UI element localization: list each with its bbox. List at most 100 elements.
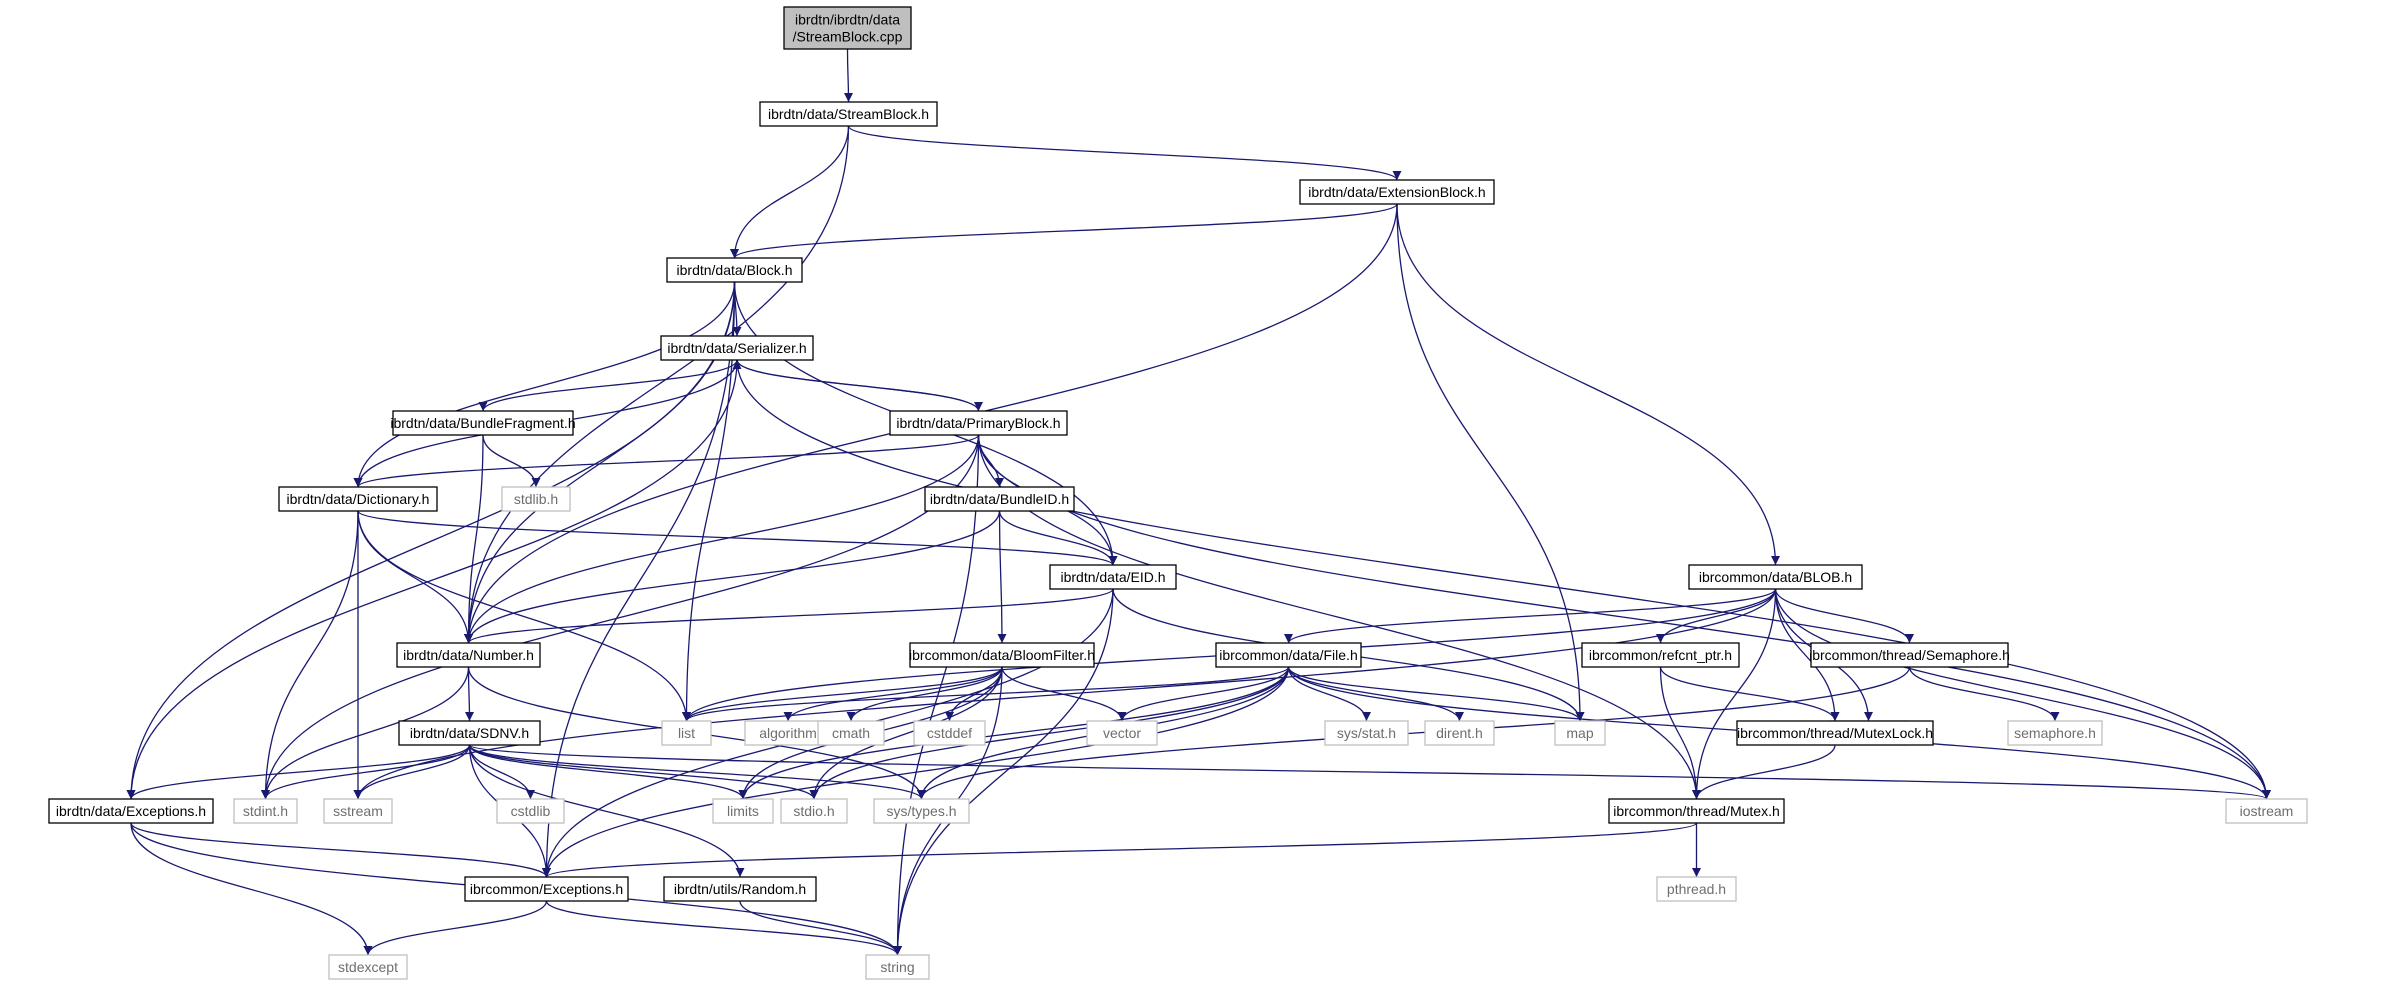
node-label-sysstat: sys/stat.h [1337, 725, 1396, 741]
node-systypes[interactable]: sys/types.h [873, 798, 970, 824]
node-sysstat[interactable]: sys/stat.h [1324, 720, 1409, 746]
node-label-bundleid: ibrdtn/data/BundleID.h [930, 491, 1069, 507]
node-label-stdint: stdint.h [243, 803, 288, 819]
edge-sdnv-to-exceptions_dtn [126, 744, 471, 800]
edge-semaphore-to-semaphore_h [1908, 666, 2060, 722]
edge-serializer-to-exceptions_dtn [126, 359, 738, 800]
edge-file-to-stdio [809, 666, 1290, 800]
node-mutex[interactable]: ibrcommon/thread/Mutex.h [1608, 798, 1785, 824]
node-refcnt[interactable]: ibrcommon/refcnt_ptr.h [1581, 642, 1740, 668]
node-semaphore[interactable]: ibrcommon/thread/Semaphore.h [1809, 642, 2010, 668]
node-label-bundlefragment: ibrdtn/data/BundleFragment.h [390, 415, 575, 431]
node-semaphore_h[interactable]: semaphore.h [2007, 720, 2103, 746]
node-limits[interactable]: limits [712, 798, 774, 824]
node-sdnv[interactable]: ibrdtn/data/SDNV.h [398, 720, 541, 746]
edge-sdnv-to-random [468, 744, 745, 878]
edge-refcnt-to-mutex [1659, 666, 1701, 800]
node-box-bundlefragment [392, 410, 574, 436]
edge-bloomfilter-to-stdio [809, 666, 1003, 800]
node-label-stdexcept: stdexcept [338, 959, 398, 975]
node-exceptions_common[interactable]: ibrcommon/Exceptions.h [464, 876, 629, 902]
edge-refcnt-to-mutexlock [1659, 666, 1840, 722]
edge-blob-to-iostream [1774, 588, 2271, 800]
node-box-dictionary [278, 486, 438, 512]
node-map[interactable]: map [1554, 720, 1606, 746]
node-exceptions_dtn[interactable]: ibrdtn/data/Exceptions.h [48, 798, 214, 824]
node-mutexlock[interactable]: ibrcommon/thread/MutexLock.h [1736, 720, 1934, 746]
node-cstdlib[interactable]: cstdlib [496, 798, 565, 824]
node-extensionblock[interactable]: ibrdtn/data/ExtensionBlock.h [1299, 179, 1495, 205]
edge-dictionary-to-stdint [261, 510, 359, 800]
node-list[interactable]: list [661, 720, 712, 746]
edge-eid-to-number [464, 588, 1114, 644]
node-stdexcept[interactable]: stdexcept [328, 954, 408, 980]
node-file[interactable]: ibrcommon/data/File.h [1215, 642, 1362, 668]
node-box-bundleid [924, 486, 1075, 512]
node-eid[interactable]: ibrdtn/data/EID.h [1049, 564, 1177, 590]
node-blob[interactable]: ibrcommon/data/BLOB.h [1688, 564, 1863, 590]
node-cmath[interactable]: cmath [817, 720, 885, 746]
node-label-sstream: sstream [333, 803, 383, 819]
node-box-stdint [233, 798, 298, 824]
edge-dictionary-to-number [357, 510, 473, 644]
node-box-iostream [2225, 798, 2308, 824]
node-box-extensionblock [1299, 179, 1495, 205]
node-cstddef[interactable]: cstddef [913, 720, 986, 746]
edge-mutexlock-to-mutex [1692, 744, 1836, 800]
node-streamblock[interactable]: ibrdtn/data/StreamBlock.h [759, 101, 938, 127]
node-sstream[interactable]: sstream [323, 798, 393, 824]
node-dictionary[interactable]: ibrdtn/data/Dictionary.h [278, 486, 438, 512]
edge-file-to-vector [1117, 666, 1290, 722]
node-primaryblock[interactable]: ibrdtn/data/PrimaryBlock.h [889, 410, 1068, 436]
node-label-extensionblock: ibrdtn/data/ExtensionBlock.h [1308, 184, 1485, 200]
node-label-bloomfilter: ibrcommon/data/BloomFilter.h [909, 647, 1095, 663]
node-label-dirent: dirent.h [1436, 725, 1483, 741]
node-label-algorithm: algorithm [759, 725, 817, 741]
node-stdio[interactable]: stdio.h [780, 798, 848, 824]
node-bundlefragment[interactable]: ibrdtn/data/BundleFragment.h [390, 410, 576, 436]
edge-mutex-to-exceptions_common [542, 822, 1698, 878]
edge-file-to-sysstat [1287, 666, 1371, 722]
edge-primaryblock-to-serializer [732, 359, 980, 412]
node-block[interactable]: ibrdtn/data/Block.h [666, 257, 803, 283]
node-vector[interactable]: vector [1086, 720, 1158, 746]
node-dirent[interactable]: dirent.h [1424, 720, 1495, 746]
node-box-algorithm [744, 720, 832, 746]
node-label-list: list [678, 725, 695, 741]
node-box-dirent [1424, 720, 1495, 746]
edge-bundlefragment-to-stdlib_h [482, 434, 541, 488]
node-algorithm[interactable]: algorithm [744, 720, 832, 746]
node-label-cstddef: cstddef [927, 725, 972, 741]
node-label-serializer: ibrdtn/data/Serializer.h [667, 340, 806, 356]
node-box-random [663, 876, 817, 902]
edge-sdnv-to-cstdlib [468, 744, 535, 800]
node-bundleid[interactable]: ibrdtn/data/BundleID.h [924, 486, 1075, 512]
node-serializer[interactable]: ibrdtn/data/Serializer.h [660, 335, 814, 361]
node-string[interactable]: string [865, 954, 930, 980]
node-random[interactable]: ibrdtn/utils/Random.h [663, 876, 817, 902]
node-box-cstddef [913, 720, 986, 746]
edge-primaryblock-to-string [893, 434, 980, 956]
edge-bloomfilter-to-vector [1001, 666, 1127, 722]
edge-block-to-exceptions_dtn [126, 281, 736, 800]
node-pthread[interactable]: pthread.h [1656, 876, 1737, 902]
node-iostream[interactable]: iostream [2225, 798, 2308, 824]
node-box-mutexlock [1736, 720, 1934, 746]
node-box-serializer [660, 335, 814, 361]
node-label-semaphore_h: semaphore.h [2014, 725, 2096, 741]
node-box-stdlib_h [501, 486, 571, 512]
node-label-exceptions_dtn: ibrdtn/data/Exceptions.h [56, 803, 206, 819]
node-label-pthread: pthread.h [1667, 881, 1726, 897]
node-stdlib_h[interactable]: stdlib.h [501, 486, 571, 512]
node-box-vector [1086, 720, 1158, 746]
node-box-sdnv [398, 720, 541, 746]
node-number[interactable]: ibrdtn/data/Number.h [396, 642, 541, 668]
node-bloomfilter[interactable]: ibrcommon/data/BloomFilter.h [909, 642, 1095, 668]
node-root[interactable]: ibrdtn/ibrdtn/data/StreamBlock.cpp [783, 6, 912, 50]
node-label-number: ibrdtn/data/Number.h [403, 647, 534, 663]
edge-number-to-stdint [261, 666, 470, 800]
node-label-root: /StreamBlock.cpp [793, 29, 903, 45]
node-box-block [666, 257, 803, 283]
node-stdint[interactable]: stdint.h [233, 798, 298, 824]
